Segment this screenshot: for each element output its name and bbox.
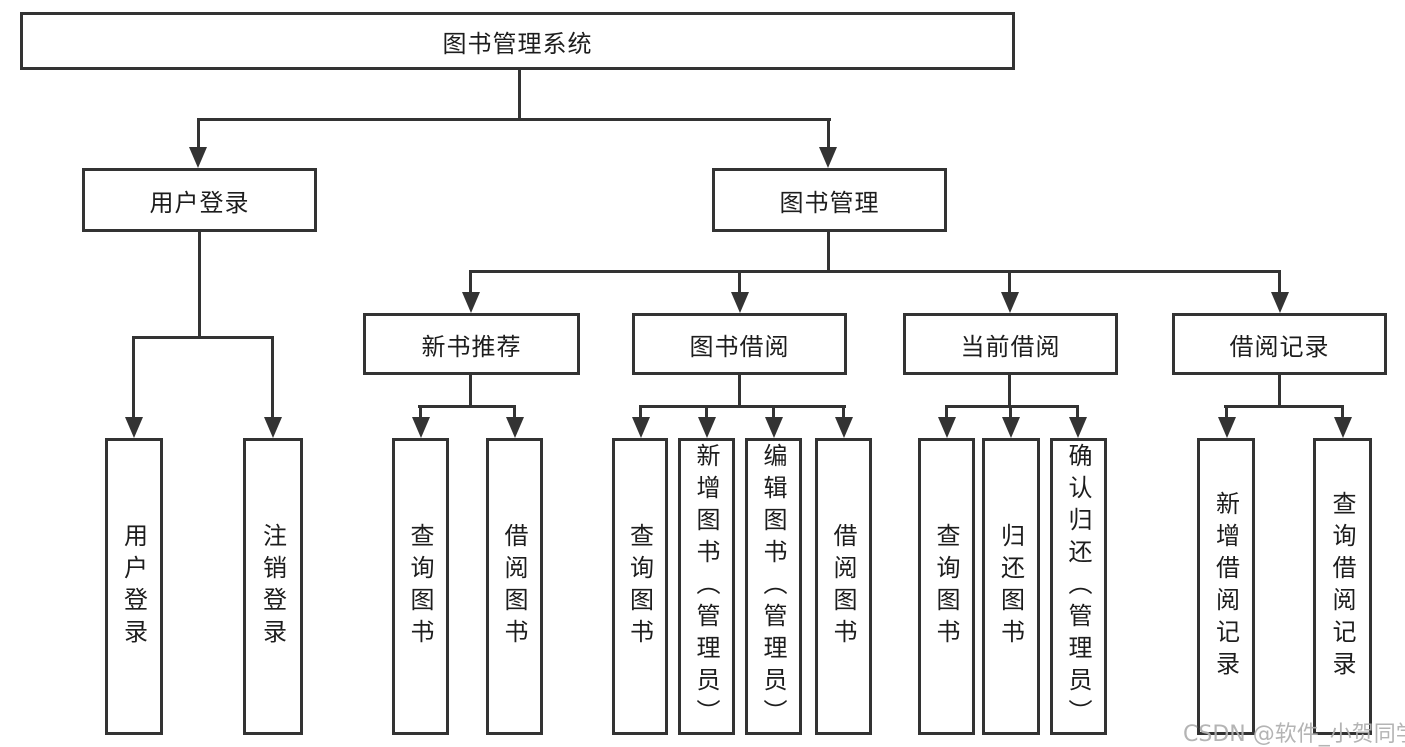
leaf-query-books-borrow: 查询图书 — [612, 438, 668, 735]
arrow-down-icon — [1002, 417, 1020, 438]
connector-mgmt-bar — [469, 270, 1281, 273]
node-borrow-records: 借阅记录 — [1172, 313, 1387, 375]
connector-drop — [513, 405, 516, 419]
leaf-query-books-borrow-label: 查询图书 — [625, 522, 654, 651]
leaf-query-books-recommend: 查询图书 — [392, 438, 449, 735]
leaf-user-login-label: 用户登录 — [119, 522, 148, 651]
connector-drop — [1225, 405, 1228, 419]
connector-borrow-stem — [738, 375, 741, 408]
connector-mgmt-drop-3 — [1008, 270, 1011, 294]
leaf-confirm-return-admin: 确认归还（管理员） — [1050, 438, 1107, 735]
leaf-add-borrow-record-label: 新增借阅记录 — [1211, 490, 1240, 683]
arrow-down-icon — [412, 417, 430, 438]
connector-drop — [772, 405, 775, 419]
arrow-down-icon — [125, 417, 143, 438]
connector-mgmt-drop-1 — [469, 270, 472, 294]
node-book-management: 图书管理 — [712, 168, 947, 232]
arrow-down-icon — [731, 292, 749, 313]
node-root: 图书管理系统 — [20, 12, 1015, 70]
leaf-add-borrow-record: 新增借阅记录 — [1197, 438, 1255, 735]
node-user-login: 用户登录 — [82, 168, 317, 232]
arrow-down-icon — [698, 417, 716, 438]
connector-records-stem — [1278, 375, 1281, 408]
node-new-book-recommend: 新书推荐 — [363, 313, 580, 375]
connector-root-drop-right — [827, 118, 830, 150]
arrow-down-icon — [506, 417, 524, 438]
connector-login-stem — [198, 232, 201, 339]
connector-drop — [945, 405, 948, 419]
connector-root-drop-left — [197, 118, 200, 150]
arrow-down-icon — [819, 147, 837, 168]
connector-drop — [639, 405, 642, 419]
leaf-query-borrow-record-label: 查询借阅记录 — [1328, 490, 1356, 683]
arrow-down-icon — [264, 417, 282, 438]
leaf-user-login: 用户登录 — [105, 438, 163, 735]
connector-recommend-bar — [418, 405, 516, 408]
connector-mgmt-drop-2 — [738, 270, 741, 294]
node-root-label: 图书管理系统 — [442, 29, 593, 58]
arrow-down-icon — [1334, 417, 1352, 438]
arrow-down-icon — [632, 417, 650, 438]
leaf-query-borrow-record: 查询借阅记录 — [1313, 438, 1372, 735]
leaf-add-book-admin: 新增图书（管理员） — [678, 438, 735, 735]
arrow-down-icon — [462, 292, 480, 313]
connector-records-bar — [1224, 405, 1344, 408]
arrow-down-icon — [835, 417, 853, 438]
connector-login-bar — [132, 336, 274, 339]
arrow-down-icon — [1001, 292, 1019, 313]
node-book-management-label: 图书管理 — [779, 188, 880, 217]
node-book-borrow: 图书借阅 — [632, 313, 847, 375]
connector-mgmt-stem — [827, 232, 830, 270]
connector-mgmt-drop-4 — [1278, 270, 1281, 294]
arrow-down-icon — [1069, 417, 1087, 438]
node-book-borrow-label: 图书借阅 — [689, 332, 790, 361]
connector-drop — [1009, 405, 1012, 419]
node-current-borrow: 当前借阅 — [903, 313, 1118, 375]
csdn-watermark: CSDN @软件_小贺同学 — [1183, 722, 1405, 747]
connector-drop — [1341, 405, 1344, 419]
leaf-return-books-label: 归还图书 — [996, 522, 1025, 651]
leaf-return-books: 归还图书 — [982, 438, 1040, 735]
node-borrow-records-label: 借阅记录 — [1229, 332, 1330, 361]
connector-current-bar — [945, 405, 1079, 408]
leaf-logout: 注销登录 — [243, 438, 303, 735]
connector-login-drop-1 — [132, 336, 135, 419]
connector-root-stem — [518, 70, 521, 118]
connector-current-stem — [1008, 375, 1011, 408]
leaf-borrow-books-recommend-label: 借阅图书 — [500, 522, 528, 651]
connector-login-drop-2 — [271, 336, 274, 419]
connector-drop — [705, 405, 708, 419]
node-user-login-label: 用户登录 — [149, 188, 250, 217]
arrow-down-icon — [765, 417, 783, 438]
leaf-borrow-books-2: 借阅图书 — [815, 438, 872, 735]
connector-drop — [842, 405, 845, 419]
leaf-query-books-current: 查询图书 — [918, 438, 975, 735]
arrow-down-icon — [1271, 292, 1289, 313]
leaf-edit-book-admin-label: 编辑图书（管理员） — [759, 442, 787, 731]
leaf-add-book-admin-label: 新增图书（管理员） — [692, 442, 720, 731]
leaf-confirm-return-admin-label: 确认归还（管理员） — [1064, 442, 1092, 731]
leaf-logout-label: 注销登录 — [258, 522, 287, 651]
connector-borrow-bar — [639, 405, 846, 408]
leaf-borrow-books-recommend: 借阅图书 — [486, 438, 543, 735]
arrow-down-icon — [938, 417, 956, 438]
leaf-query-books-recommend-label: 查询图书 — [406, 522, 434, 651]
leaf-borrow-books-2-label: 借阅图书 — [829, 522, 857, 651]
leaf-edit-book-admin: 编辑图书（管理员） — [745, 438, 802, 735]
connector-drop — [419, 405, 422, 419]
connector-drop — [1076, 405, 1079, 419]
node-current-borrow-label: 当前借阅 — [960, 332, 1061, 361]
leaf-query-books-current-label: 查询图书 — [932, 522, 960, 651]
arrow-down-icon — [1218, 417, 1236, 438]
arrow-down-icon — [189, 147, 207, 168]
node-new-book-recommend-label: 新书推荐 — [421, 332, 522, 361]
connector-recommend-stem — [469, 375, 472, 408]
connector-root-bar — [197, 118, 831, 121]
